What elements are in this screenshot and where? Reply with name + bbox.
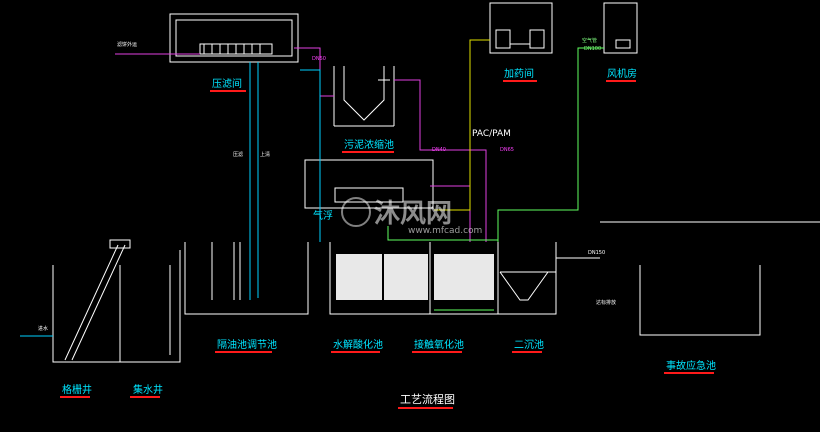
emergency-tank: [639, 265, 761, 336]
label-dosing-room: 加药间: [504, 67, 534, 80]
label-contact-oxidation: 接触氧化池: [414, 338, 464, 351]
secondary-clarifier: [498, 242, 557, 315]
label-left-a: 压滤: [233, 151, 243, 158]
label-press-filter-room: 压滤间: [212, 77, 242, 90]
dosing-pipe: [434, 39, 490, 211]
grid-well: [52, 239, 131, 363]
label-blower-room: 风机房: [607, 67, 637, 80]
dosing-tank-icon: [529, 29, 545, 49]
label-sewage-in: 进水: [38, 325, 48, 332]
watermark: 沐风网 www.mfcad.com: [341, 197, 482, 236]
label-collection-well: 集水井: [133, 383, 163, 396]
contact-oxidation-tank: [430, 242, 499, 315]
dosing-room: [489, 2, 553, 54]
label-secondary-clarifier: 二沉池: [514, 338, 544, 351]
label-grease-trap: 隔油池调节池: [217, 338, 277, 351]
grease-trap-regulation-tank: [184, 242, 309, 315]
label-sludge-thickener: 污泥浓缩池: [344, 138, 394, 151]
label-left-b: 上清: [260, 151, 270, 158]
label-mud-out: 滤饼外运: [117, 41, 137, 48]
air-pipe: [387, 226, 498, 241]
press-filter-room: [169, 13, 299, 63]
label-dn50-press: DN50: [312, 56, 326, 62]
collection-well: [120, 250, 181, 363]
watermark-logo-icon: [341, 197, 371, 227]
water-pipe: [300, 69, 321, 242]
blower-room: [603, 2, 638, 54]
label-hydrolysis-tank: 水解酸化池: [333, 338, 383, 351]
label-grid-well: 格栅井: [62, 383, 92, 396]
label-dn100: DN100: [584, 46, 601, 52]
label-dn40-sludge: DN40: [432, 147, 446, 153]
sludge-thickener: [333, 66, 395, 127]
air-pipe: [497, 47, 604, 242]
dosing-tank-icon: [495, 29, 511, 49]
hydrolysis-acidification-tank: [329, 242, 431, 315]
sludge-pipe: [394, 79, 487, 242]
label-dn65-sludge: DN65: [500, 147, 514, 153]
diagram-title: 工艺流程图: [400, 392, 455, 406]
label-emergency-tank: 事故应急池: [666, 359, 716, 372]
label-air-pipe: 空气管: [582, 37, 597, 44]
watermark-url: www.mfcad.com: [408, 226, 482, 236]
blower-icon: [615, 39, 631, 49]
label-dn150: DN150: [588, 250, 605, 256]
label-air-flotation: 气浮: [313, 209, 333, 222]
label-discharge: 达标排放: [596, 299, 616, 306]
watermark-brand: 沐风网: [374, 199, 452, 229]
label-pac-pam: PAC/PAM: [472, 129, 511, 139]
